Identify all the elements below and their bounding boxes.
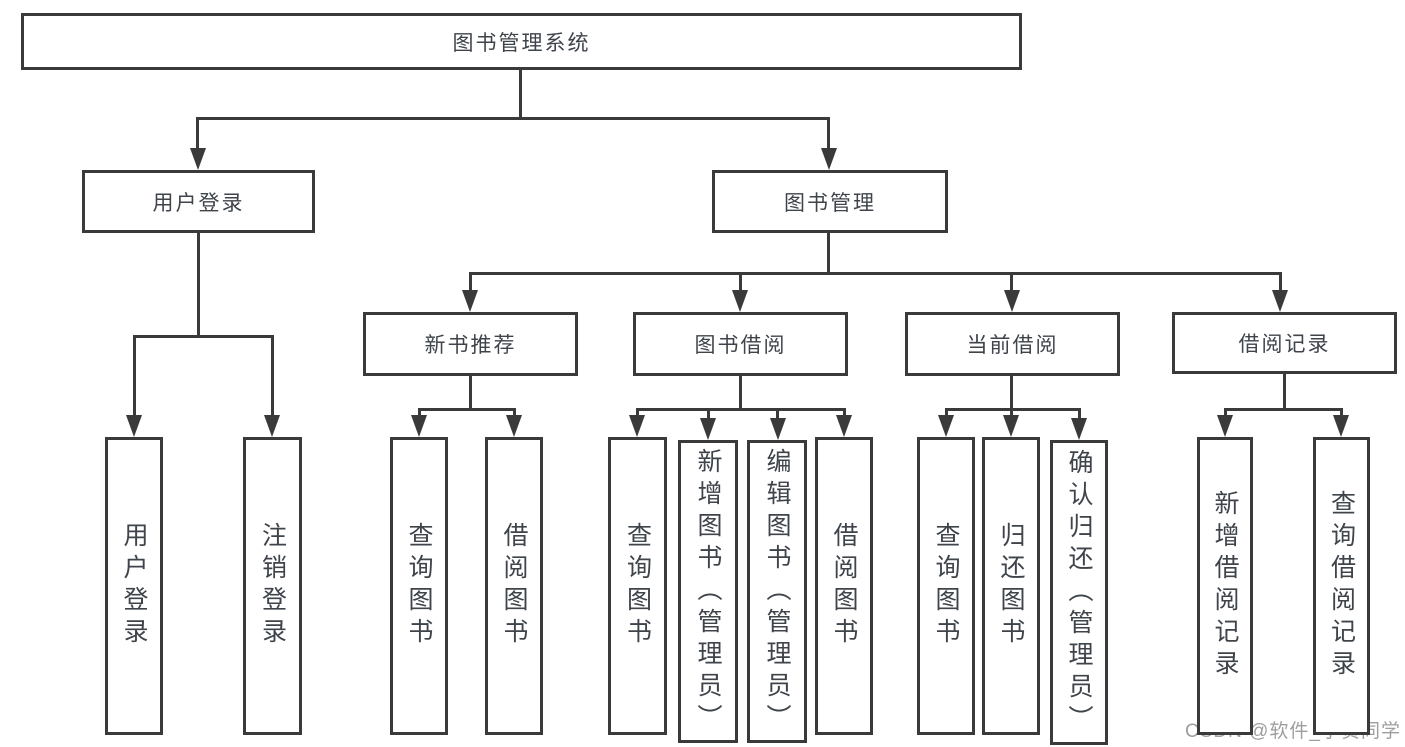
arrowhead-down-icon bbox=[770, 418, 786, 440]
arrowhead-down-icon bbox=[700, 418, 716, 440]
connector-line bbox=[469, 376, 472, 408]
leaf-query-books-recommend: 查询图书 bbox=[390, 437, 448, 735]
leaf-borrow-books: 借阅图书 bbox=[815, 437, 873, 735]
leaf-confirm-return-admin: 确认归还（管理员） bbox=[1050, 440, 1108, 745]
node-current-borrowing: 当前借阅 bbox=[905, 312, 1120, 376]
node-label: 查询图书 bbox=[623, 522, 652, 650]
node-label: 借阅图书 bbox=[500, 522, 528, 650]
connector-line bbox=[636, 408, 846, 411]
node-book-management: 图书管理 bbox=[712, 170, 948, 233]
connector-line bbox=[418, 408, 516, 411]
node-label: 新增图书（管理员） bbox=[694, 447, 722, 736]
connector-line bbox=[133, 335, 136, 418]
connector-line bbox=[945, 408, 948, 420]
node-label: 新增借阅记录 bbox=[1211, 490, 1239, 682]
connector-line bbox=[1010, 408, 1013, 420]
node-label: 借阅记录 bbox=[1238, 333, 1331, 356]
connector-line bbox=[1224, 408, 1227, 420]
leaf-query-borrow-record: 查询借阅记录 bbox=[1313, 437, 1370, 735]
node-label: 编辑图书（管理员） bbox=[763, 447, 791, 736]
connector-line bbox=[418, 408, 421, 420]
arrowhead-down-icon bbox=[732, 290, 748, 312]
connector-line bbox=[513, 408, 516, 420]
connector-line bbox=[843, 408, 846, 420]
leaf-user-login: 用户登录 bbox=[105, 437, 163, 735]
connector-line bbox=[739, 376, 742, 408]
connector-line bbox=[1078, 408, 1081, 420]
arrowhead-down-icon bbox=[506, 415, 522, 437]
connector-line bbox=[197, 233, 200, 335]
connector-line bbox=[1283, 374, 1286, 408]
leaf-borrow-books-recommend: 借阅图书 bbox=[485, 437, 543, 735]
leaf-return-books: 归还图书 bbox=[982, 437, 1040, 735]
connector-line bbox=[271, 335, 274, 418]
connector-line bbox=[469, 272, 1282, 275]
arrowhead-down-icon bbox=[1071, 418, 1087, 440]
node-label: 确认归还（管理员） bbox=[1065, 448, 1093, 737]
arrowhead-down-icon bbox=[836, 415, 852, 437]
connector-line bbox=[776, 408, 779, 420]
node-label: 当前借阅 bbox=[966, 334, 1059, 357]
connector-line bbox=[1340, 408, 1343, 420]
arrowhead-down-icon bbox=[1003, 415, 1019, 437]
node-borrowing-records: 借阅记录 bbox=[1172, 312, 1397, 374]
leaf-add-books-admin: 新增图书（管理员） bbox=[678, 440, 738, 743]
node-user-login: 用户登录 bbox=[82, 170, 315, 233]
node-label: 图书借阅 bbox=[694, 334, 787, 357]
node-label: 查询借阅记录 bbox=[1327, 490, 1356, 682]
connector-line bbox=[1224, 408, 1343, 411]
node-label: 归还图书 bbox=[997, 522, 1025, 650]
leaf-add-borrow-record: 新增借阅记录 bbox=[1197, 437, 1253, 735]
node-label: 图书管理系统 bbox=[452, 31, 591, 55]
connector-line bbox=[945, 408, 1081, 411]
connector-line bbox=[133, 335, 274, 338]
connector-line bbox=[1010, 376, 1013, 408]
node-label: 用户登录 bbox=[152, 191, 245, 215]
node-library-system: 图书管理系统 bbox=[21, 13, 1022, 70]
node-book-borrowing: 图书借阅 bbox=[633, 312, 848, 376]
connector-line bbox=[827, 233, 830, 272]
arrowhead-down-icon bbox=[821, 148, 837, 170]
node-new-book-recommendation: 新书推荐 bbox=[363, 312, 578, 376]
connector-line bbox=[636, 408, 639, 420]
connector-line bbox=[469, 272, 472, 292]
arrowhead-down-icon bbox=[462, 290, 478, 312]
node-label: 查询图书 bbox=[932, 522, 960, 650]
arrowhead-down-icon bbox=[1272, 290, 1288, 312]
arrowhead-down-icon bbox=[1217, 415, 1233, 437]
node-label: 借阅图书 bbox=[830, 522, 858, 650]
leaf-logout: 注销登录 bbox=[243, 437, 302, 735]
arrowhead-down-icon bbox=[126, 415, 142, 437]
connector-line bbox=[1010, 272, 1013, 292]
arrowhead-down-icon bbox=[411, 415, 427, 437]
connector-line bbox=[196, 117, 199, 150]
arrowhead-down-icon bbox=[1333, 415, 1349, 437]
node-label: 用户登录 bbox=[120, 522, 148, 650]
connector-line bbox=[827, 117, 830, 150]
arrowhead-down-icon bbox=[1004, 290, 1020, 312]
connector-line bbox=[739, 272, 742, 292]
node-label: 查询图书 bbox=[405, 522, 433, 650]
node-label: 新书推荐 bbox=[424, 334, 517, 357]
arrowhead-down-icon bbox=[938, 415, 954, 437]
connector-line bbox=[1279, 272, 1282, 292]
node-label: 图书管理 bbox=[784, 191, 876, 215]
arrowhead-down-icon bbox=[629, 415, 645, 437]
leaf-query-books-borrowing: 查询图书 bbox=[608, 437, 667, 735]
connector-line bbox=[707, 408, 710, 420]
leaf-edit-books-admin: 编辑图书（管理员） bbox=[747, 440, 807, 743]
leaf-query-books-current: 查询图书 bbox=[917, 437, 975, 735]
connector-line bbox=[519, 70, 522, 117]
connector-line bbox=[196, 117, 830, 120]
arrowhead-down-icon bbox=[264, 415, 280, 437]
node-label: 注销登录 bbox=[258, 522, 287, 650]
arrowhead-down-icon bbox=[190, 148, 206, 170]
